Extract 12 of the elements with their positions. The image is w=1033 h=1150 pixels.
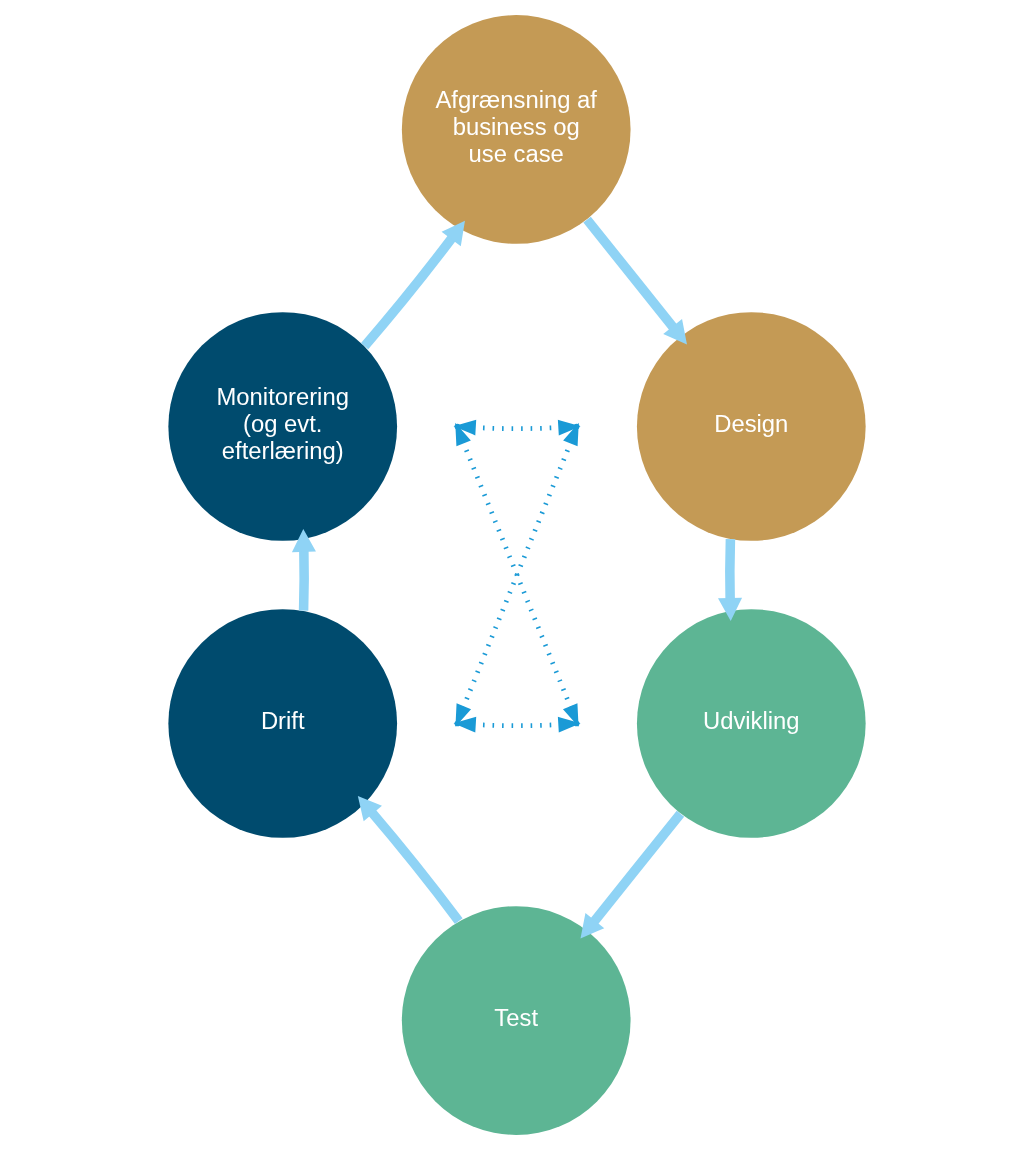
arrow [582,216,687,345]
arrow [357,796,463,924]
node-circle: Monitorering (og evt. efterlæring) [167,312,397,541]
node-circle: Afgrænsning af business og use case [401,15,631,244]
arrow [580,810,684,939]
node-circle: Test [401,906,631,1135]
node-circle: Drift [167,609,397,838]
node-circle: Design [636,312,866,541]
arrow [360,220,465,350]
arrow [291,528,316,611]
node-circle: Udvikling [636,609,866,838]
arrow [717,539,742,621]
